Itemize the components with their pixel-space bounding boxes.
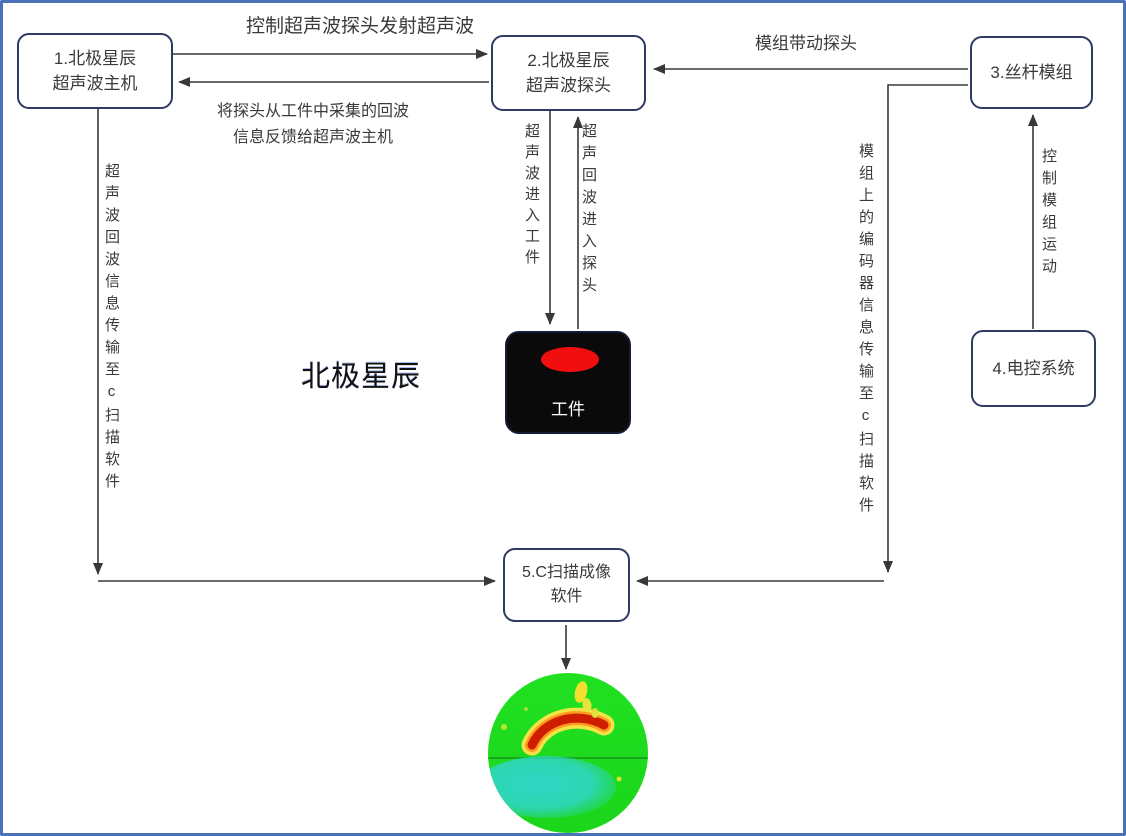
edge-label-control-module-motion: 控制模组运动 [1040, 148, 1057, 280]
cscan-result-image [488, 673, 648, 833]
edge-label-module-drives-probe: 模组带动探头 [755, 34, 857, 53]
node-electric-control-system: 4.电控系统 [971, 330, 1096, 407]
edge-label-wave-into-workpiece: 超声波进入工件 [523, 123, 540, 270]
node-cscan-software: 5.C扫描成像 软件 [503, 548, 630, 622]
node-workpiece: 工件 [505, 331, 631, 434]
node-ultrasonic-probe: 2.北极星辰 超声波探头 [491, 35, 646, 111]
edge-label-echo-to-software: 超声波回波信息传输至c扫描软件 [103, 163, 120, 495]
defect-ellipse [541, 347, 599, 372]
node-ultrasonic-host: 1.北极星辰 超声波主机 [17, 33, 173, 109]
edge-label-feedback-echo: 将探头从工件中采集的回波 信息反馈给超声波主机 [216, 103, 409, 146]
edge-label-control-probe: 控制超声波探头发射超声波 [245, 16, 474, 37]
watermark-text: 北极星辰 [301, 361, 422, 393]
node-screw-module: 3.丝杆模组 [970, 36, 1093, 109]
workpiece-label: 工件 [551, 400, 585, 419]
edge-label-echo-into-probe: 超声回波进入探头 [580, 123, 597, 299]
edge-label-encoder-to-software: 模组上的编码器信息传输至c扫描软件 [857, 143, 874, 519]
connector-arrows [93, 49, 1038, 670]
